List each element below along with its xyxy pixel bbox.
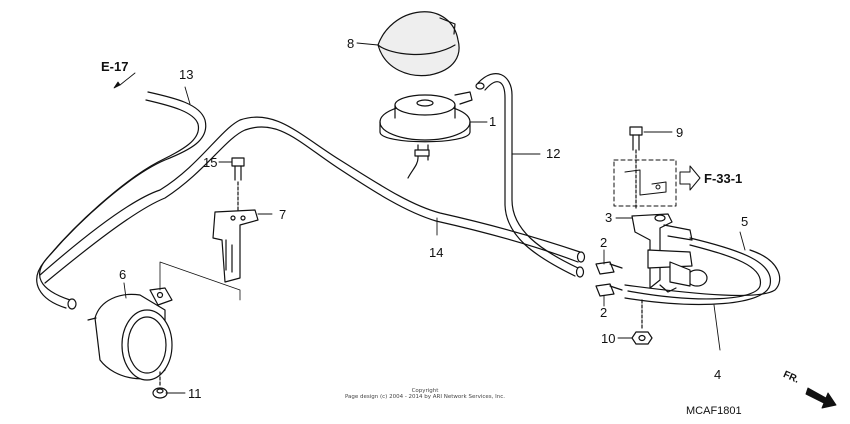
ref-box-f33	[613, 159, 677, 207]
canister-6	[87, 287, 173, 381]
cover-8	[377, 11, 460, 77]
ref-label-e17[interactable]: E-17	[101, 59, 129, 74]
part-label-7: 7	[279, 207, 287, 222]
fitting-2b	[595, 283, 623, 297]
hose-14	[39, 116, 586, 284]
part-label-1: 1	[489, 114, 497, 129]
leader-lines	[119, 42, 746, 394]
part-label-14: 14	[429, 245, 444, 260]
part-label-13: 13	[179, 67, 194, 82]
bolt-9	[629, 126, 643, 211]
hose-12	[475, 73, 585, 278]
diagram-code: MCAF1801	[686, 405, 742, 417]
part-label-2b: 2	[600, 305, 608, 320]
bracket-7	[212, 209, 259, 283]
solenoid-3	[631, 213, 708, 293]
bolt-15	[231, 157, 245, 213]
hose-13	[36, 91, 207, 310]
hose-4-5	[624, 237, 781, 306]
valve-1	[379, 91, 473, 179]
nut-10	[631, 299, 653, 345]
part-label-15: 15	[203, 155, 218, 170]
part-label-9: 9	[676, 125, 684, 140]
part-label-2a: 2	[600, 235, 608, 250]
part-label-4: 4	[714, 367, 722, 382]
ref-label-f331[interactable]: F-33-1	[704, 171, 743, 186]
part-label-11: 11	[188, 386, 202, 401]
arrow-f33	[679, 165, 701, 191]
copyright-notice: Copyright Page design (c) 2004 - 2014 by…	[320, 388, 530, 401]
copyright-line-1: Copyright	[411, 388, 439, 394]
part-label-3: 3	[605, 210, 613, 225]
nut-11	[152, 371, 168, 399]
part-label-6: 6	[119, 267, 127, 282]
part-label-10: 10	[601, 331, 616, 346]
copyright-line-2: Page design (c) 2004 - 2014 by ARI Netwo…	[344, 394, 506, 401]
part-label-8: 8	[347, 36, 355, 51]
front-arrow	[805, 387, 837, 409]
part-label-12: 12	[546, 146, 561, 161]
fitting-2a	[595, 261, 623, 275]
part-label-5: 5	[741, 214, 749, 229]
